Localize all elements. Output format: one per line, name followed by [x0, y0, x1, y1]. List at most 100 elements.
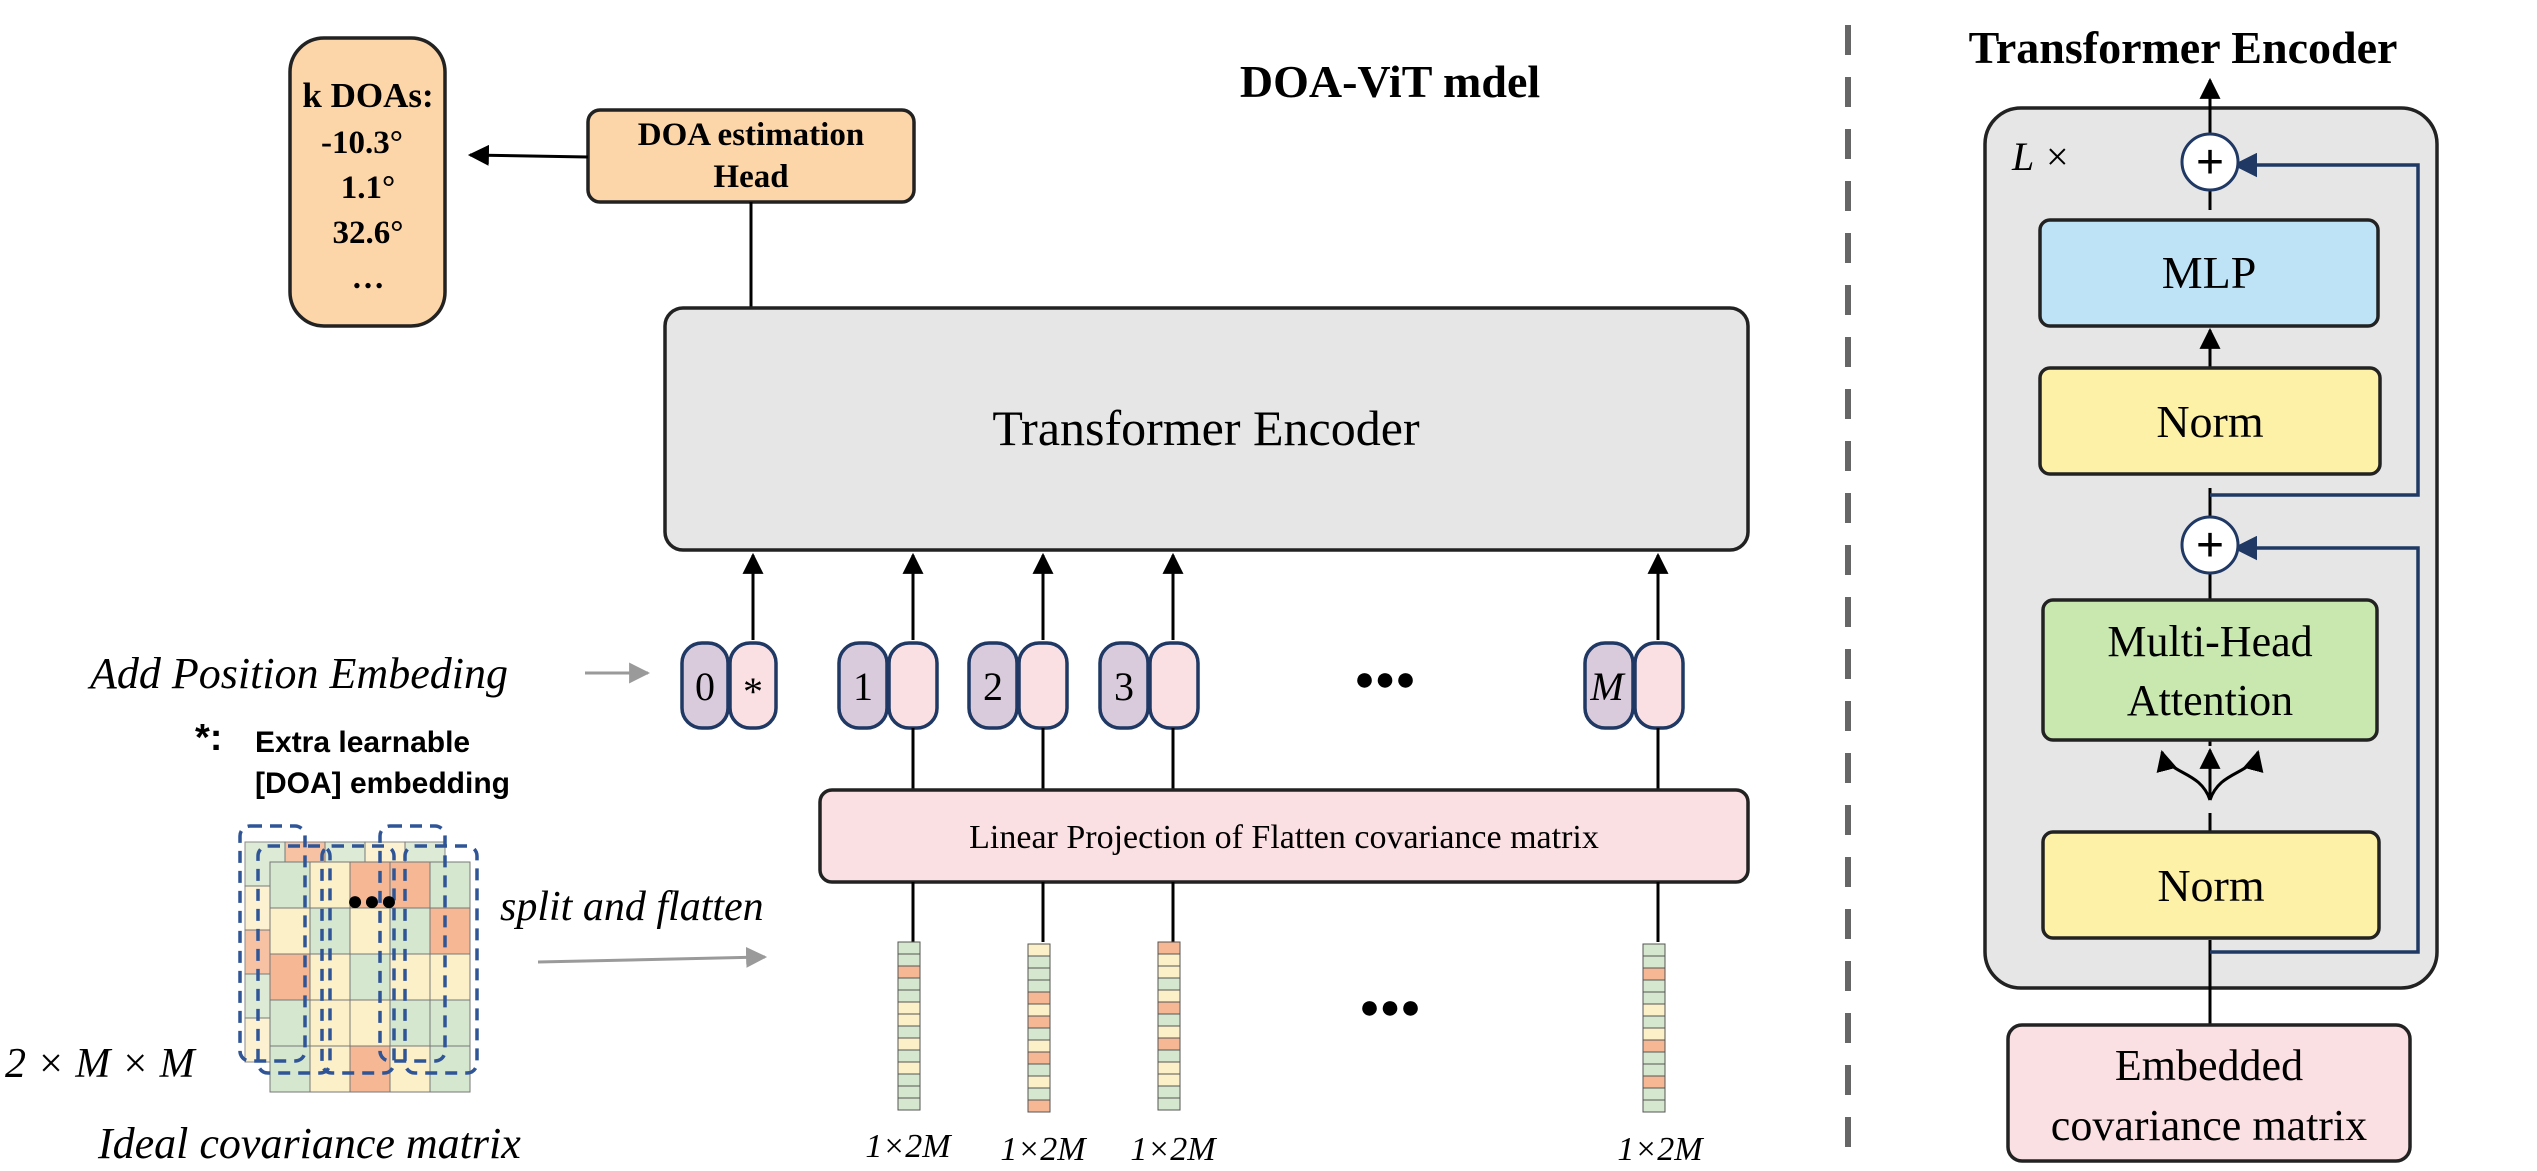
- doa-output-value: -10.3°: [321, 125, 403, 161]
- vector-cell: [1027, 1087, 1051, 1101]
- vector-cell: [1157, 1001, 1181, 1015]
- matrix-cell: [389, 907, 431, 955]
- token-index-m: M: [1589, 664, 1626, 709]
- mlp-label: MLP: [2162, 247, 2257, 298]
- doa-output-box: [288, 36, 447, 328]
- vector-cell: [897, 989, 921, 1003]
- token-arrows: [742, 552, 1669, 640]
- projection-to-token-lines: [911, 728, 1660, 790]
- matrix-split-outline: [256, 844, 332, 1075]
- doa-output-value: 1.1°: [341, 170, 395, 206]
- vector-cell: [1157, 953, 1181, 967]
- vector-cell: [1642, 955, 1666, 969]
- matrix-cell: [429, 953, 471, 1001]
- token-index-3: 3: [1114, 664, 1134, 709]
- matrix-cell: [349, 907, 391, 955]
- norm-top-label: Norm: [2156, 396, 2264, 447]
- vector-cell: [897, 1085, 921, 1099]
- vector-cell: [897, 1073, 921, 1087]
- matrix-cell: [429, 907, 471, 955]
- diagram-title: DOA-ViT mdel: [1240, 56, 1540, 107]
- norm-bottom-label: Norm: [2157, 860, 2265, 911]
- matrix-caption: Ideal covariance matrix: [97, 1119, 521, 1168]
- vector-cell: [1027, 1015, 1051, 1029]
- token-position-pill: [837, 641, 889, 730]
- token-embedding-pill: [887, 641, 939, 730]
- matrix-cell: [269, 1045, 311, 1093]
- vector-cell: [1642, 1027, 1666, 1041]
- attention-label-line2: Attention: [2127, 676, 2293, 725]
- vector-cell: [1027, 967, 1051, 981]
- attention-input-arrow: [2208, 749, 2264, 801]
- vector-cell: [1027, 943, 1051, 957]
- extra-token-symbol: *:: [195, 717, 222, 759]
- vector-cell: [1157, 1073, 1181, 1087]
- vector-cell: [1157, 1025, 1181, 1039]
- vector-cell: [1642, 967, 1666, 981]
- vector-cell: [1157, 1061, 1181, 1075]
- matrix-cell: [349, 999, 391, 1047]
- residual-add-upper-symbol: +: [2196, 136, 2224, 189]
- token-position-pill: [680, 641, 730, 730]
- vector-cell: [1157, 1085, 1181, 1099]
- vector-dims-label: 1×2M: [1000, 1131, 1087, 1168]
- token-embedding-pill: [1017, 641, 1069, 730]
- vector-cell: [897, 965, 921, 979]
- vector-cell: [1027, 1003, 1051, 1017]
- matrix-split-outline: [403, 844, 479, 1075]
- token-ellipsis: ●●●: [1354, 660, 1416, 698]
- doa-output-label: k DOAs:: [302, 76, 433, 115]
- vector-dims-label: 1×2M: [1130, 1131, 1217, 1168]
- multi-head-attention-block: [2041, 598, 2379, 742]
- vector-dims-label: 1×2M: [1617, 1131, 1704, 1168]
- split-flatten-label: split and flatten: [500, 884, 764, 930]
- extra-token-note-line1: Extra learnable: [255, 726, 470, 759]
- token-position-pill: [1098, 641, 1150, 730]
- vector-cell: [897, 1037, 921, 1051]
- linear-projection-block: [818, 788, 1750, 884]
- vector-cell: [1642, 1063, 1666, 1077]
- input-label-line2: covariance matrix: [2051, 1101, 2367, 1150]
- vector-ellipsis: ●●●: [1359, 988, 1421, 1026]
- residual-connection-upper: [2210, 152, 2420, 497]
- vector-cell: [1642, 991, 1666, 1005]
- flattened-vectors: [897, 941, 1666, 1113]
- head-label-line2: Head: [713, 159, 788, 195]
- vector-cell: [1642, 1015, 1666, 1029]
- vector-cell: [1027, 1063, 1051, 1077]
- matrix-cell: [349, 861, 391, 909]
- matrix-cell: [389, 953, 431, 1001]
- matrix-cell: [349, 953, 391, 1001]
- head-to-output-arrow: [467, 144, 589, 166]
- vector-cell: [1027, 991, 1051, 1005]
- vector-cell: [897, 941, 921, 955]
- matrix-cell: [429, 999, 471, 1047]
- residual-add-upper: [2180, 132, 2240, 192]
- matrix-cell: [389, 999, 431, 1047]
- matrix-cell: [429, 1045, 471, 1093]
- residual-connection-lower: [2210, 535, 2420, 954]
- vector-cell: [1027, 979, 1051, 993]
- token-embedding-pill: [1148, 641, 1200, 730]
- matrix-cell: [389, 861, 431, 909]
- vector-cell: [1157, 977, 1181, 991]
- residual-add-lower-symbol: +: [2196, 519, 2224, 572]
- covariance-matrix-illustration: [238, 824, 479, 1093]
- attention-input-arrow: [2156, 749, 2212, 801]
- vector-cell: [1157, 989, 1181, 1003]
- vector-cell: [1157, 1049, 1181, 1063]
- encoder-detail-title: Transformer Encoder: [1969, 22, 2398, 73]
- token-position-pill: [967, 641, 1019, 730]
- vector-cell: [1027, 1051, 1051, 1065]
- vector-cell: [897, 1001, 921, 1015]
- vector-to-projection-lines: [911, 882, 1660, 942]
- matrix-dims-label: 2 × M × M: [5, 1041, 197, 1087]
- transformer-encoder-label: Transformer Encoder: [992, 400, 1420, 456]
- doa-output-value: 32.6°: [333, 215, 404, 251]
- head-label-line1: DOA estimation: [638, 117, 864, 153]
- vector-cell: [1642, 1087, 1666, 1101]
- layer-repeat-label: L ×: [2011, 134, 2071, 179]
- vector-cell: [897, 977, 921, 991]
- extra-token-note-line2: [DOA] embedding: [255, 767, 510, 800]
- token-embedding-pill: [728, 641, 778, 730]
